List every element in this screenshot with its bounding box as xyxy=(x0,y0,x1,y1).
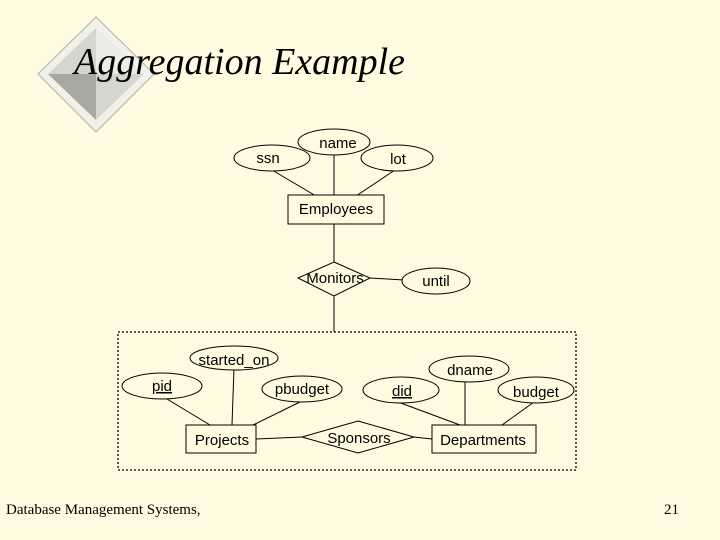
attribute-until-oval xyxy=(401,267,471,295)
entity-projects-box xyxy=(185,424,257,454)
entity-departments-label: Departments xyxy=(440,432,526,449)
entity-departments-box xyxy=(431,424,537,454)
attribute-budget-label: budget xyxy=(513,384,560,401)
connector-lines xyxy=(161,154,535,440)
attribute-pid-label: pid xyxy=(152,378,172,395)
attribute-did-label: did xyxy=(392,383,412,400)
attribute-name-label: name xyxy=(319,135,357,152)
attribute-dname-label: dname xyxy=(447,362,493,379)
attribute-started-on-label: started_on xyxy=(199,352,270,369)
attribute-lot-oval xyxy=(360,144,434,172)
page-number: 21 xyxy=(664,502,679,518)
attribute-budget-oval xyxy=(497,376,575,404)
attribute-did-oval xyxy=(362,376,440,404)
attribute-name-oval xyxy=(297,128,371,156)
relationship-monitors-diamond xyxy=(296,261,372,297)
attribute-pid-oval xyxy=(121,372,203,400)
attribute-started-on-oval xyxy=(189,345,279,371)
footer-course-name: Database Management Systems, xyxy=(6,502,201,518)
attribute-pbudget-label: pbudget xyxy=(275,381,330,398)
relationship-sponsors-diamond xyxy=(300,420,416,454)
entity-employees-label: Employees xyxy=(299,201,373,218)
attribute-ssn-oval xyxy=(233,144,311,172)
attribute-dname-oval xyxy=(428,355,510,383)
attribute-pbudget-oval xyxy=(261,375,343,403)
attribute-until-label: until xyxy=(422,273,450,290)
relationship-sponsors-label: Sponsors xyxy=(327,430,390,447)
entity-projects-label: Projects xyxy=(195,432,249,449)
slide-title: Aggregation Example xyxy=(74,41,406,83)
relationship-monitors-label: Monitors xyxy=(306,270,364,287)
bullet-diamond-icon xyxy=(37,16,155,133)
aggregation-box xyxy=(117,331,577,471)
attribute-lot-label: lot xyxy=(390,151,407,168)
attribute-ssn-label: ssn xyxy=(256,150,279,167)
entity-employees-box xyxy=(287,194,385,225)
